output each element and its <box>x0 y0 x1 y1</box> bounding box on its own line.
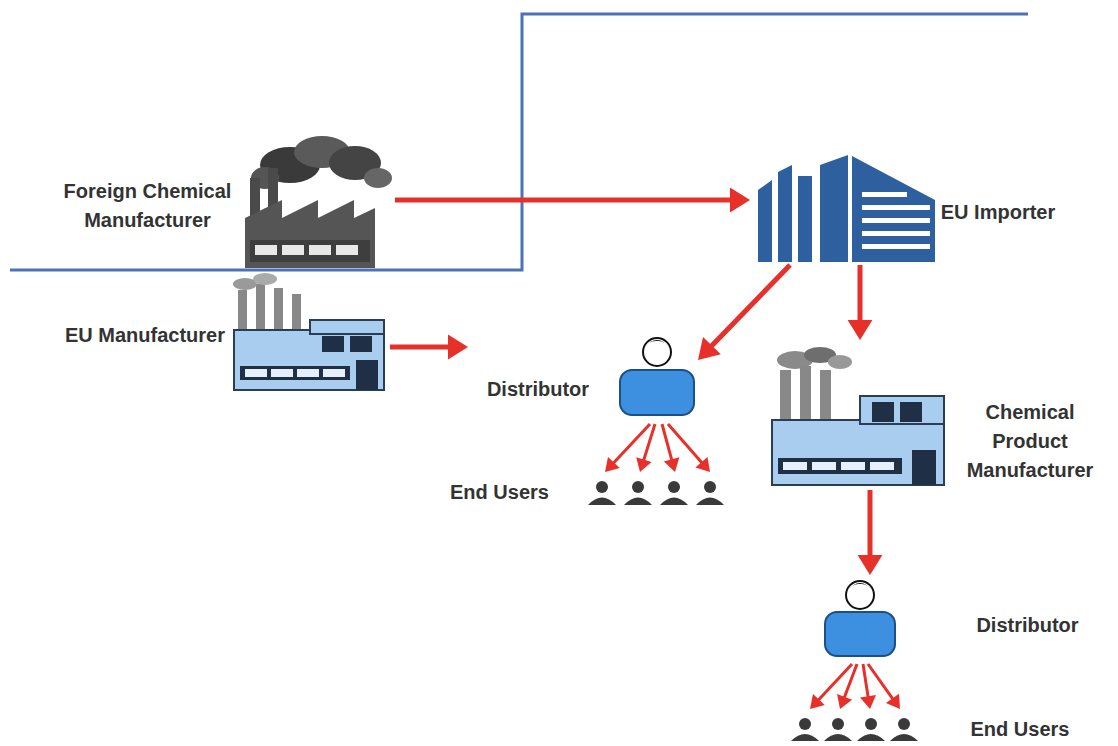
distributor-node: Distributor <box>468 330 698 420</box>
node-label: Foreign Chemical Manufacturer <box>60 177 235 235</box>
distributor-node: Distributor <box>820 575 1085 660</box>
manufacturer-node: Foreign Chemical Manufacturer <box>60 135 395 270</box>
node-label: Chemical Product Manufacturer <box>951 398 1109 485</box>
node-label: End Users <box>432 480 567 504</box>
flow-arrow <box>810 664 900 709</box>
node-label: Distributor <box>970 613 1085 637</box>
end-users-node: End Users <box>785 712 1085 744</box>
importer-building-icon <box>758 155 935 262</box>
flow-arrow <box>698 265 790 360</box>
manufacturer-node: EU Manufacturer <box>60 275 390 395</box>
node-label: End Users <box>955 717 1085 741</box>
users-icon <box>791 718 918 741</box>
distributor-person-icon <box>825 581 895 656</box>
flow-arrow <box>395 188 750 213</box>
flow-arrow <box>858 490 883 575</box>
flow-arrow <box>605 424 710 472</box>
product-factory-icon <box>772 347 944 485</box>
importer-node: EU Importer <box>750 150 1060 265</box>
node-label: EU Manufacturer <box>60 319 230 351</box>
node-label: EU Importer <box>938 198 1058 226</box>
flow-arrow <box>390 335 468 360</box>
border-line <box>10 14 1028 270</box>
foreign-factory-icon <box>245 136 392 268</box>
flow-arrow <box>848 265 873 340</box>
users-icon <box>588 481 724 505</box>
end-users-node: End Users <box>432 475 734 510</box>
eu-factory-icon <box>233 273 384 390</box>
distributor-person-icon <box>620 338 694 415</box>
product-manufacturer-node: Chemical Product Manufacturer <box>765 340 1110 490</box>
node-label: Distributor <box>468 377 608 401</box>
